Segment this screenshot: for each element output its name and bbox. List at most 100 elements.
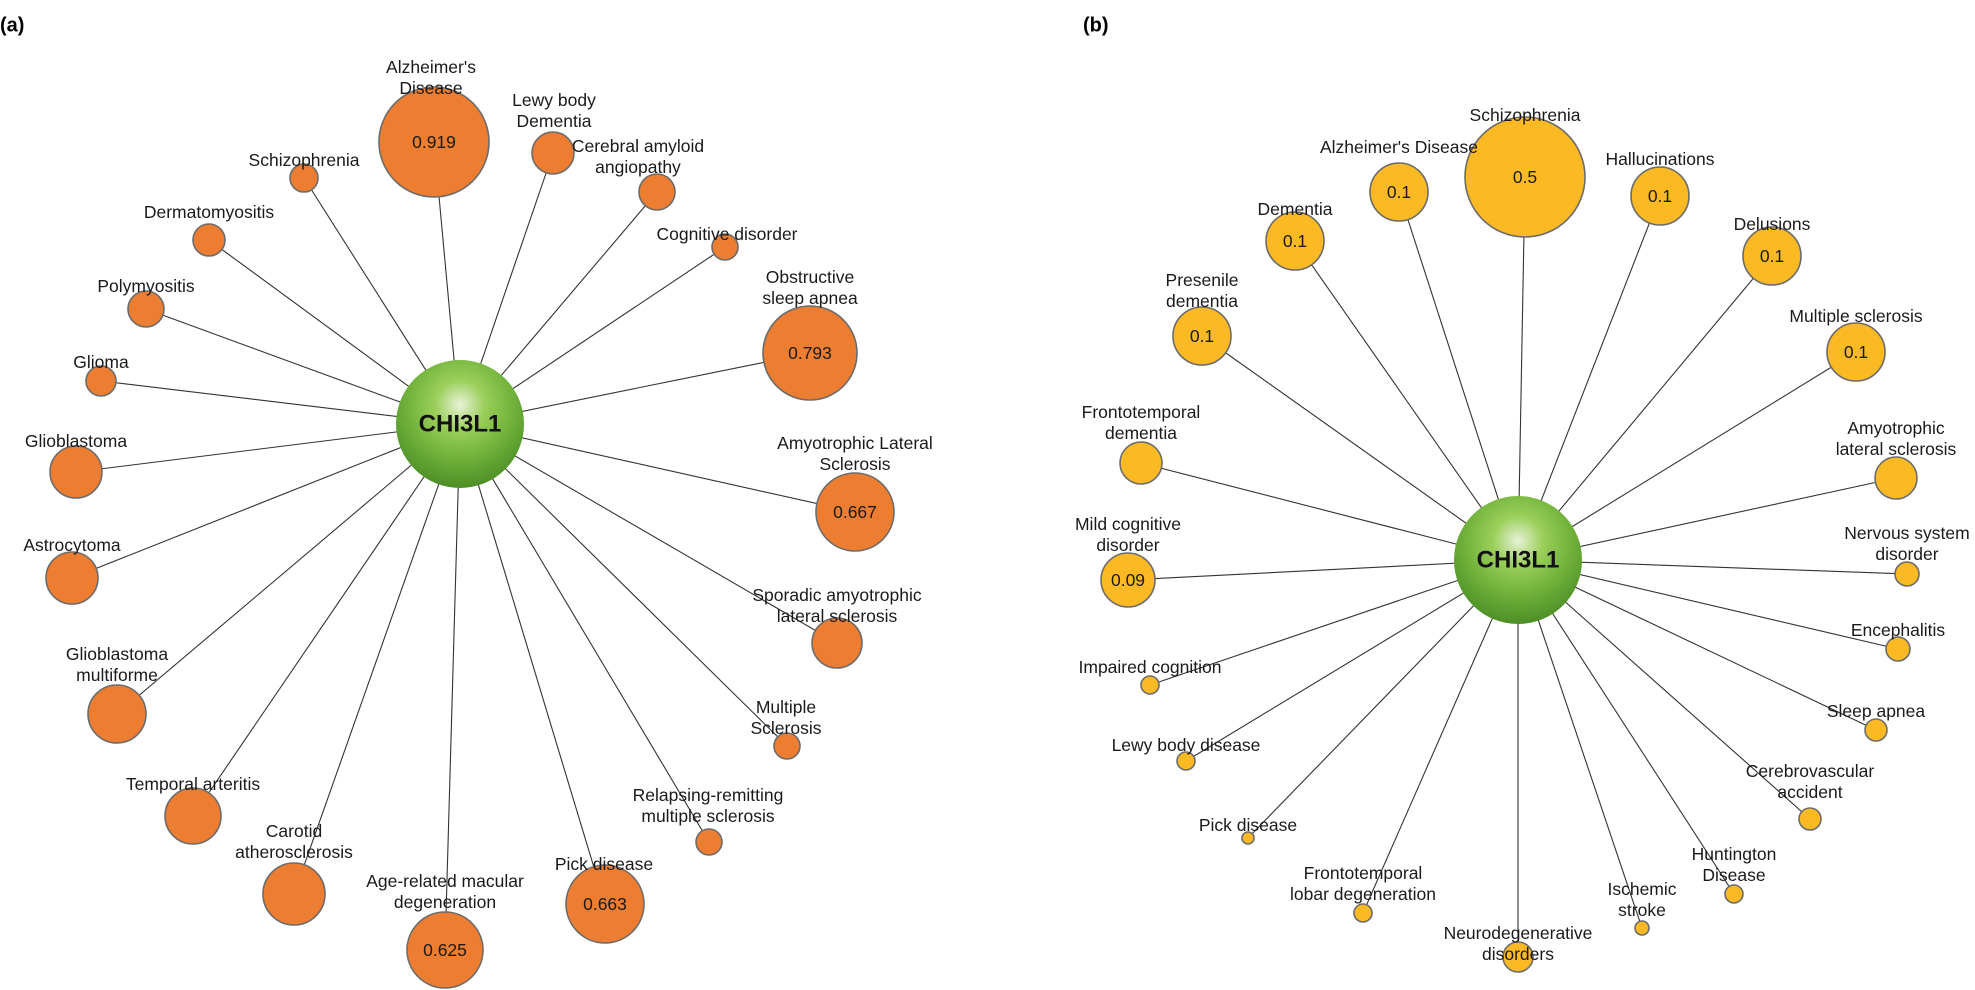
- disease-node-circle: [1265, 211, 1325, 271]
- node-name-label: Glioma: [73, 352, 129, 372]
- edge-line: [459, 423, 788, 747]
- node-name-label: Presenile: [1166, 270, 1239, 290]
- disease-node: Sleep apnea: [1827, 701, 1926, 742]
- node-value-label: 0.1: [1387, 182, 1411, 202]
- node-name-label: lateral sclerosis: [777, 606, 898, 626]
- node-name-label: Multiple sclerosis: [1789, 306, 1922, 326]
- edge-line: [293, 423, 461, 895]
- node-value-label: 0.1: [1844, 342, 1868, 362]
- node-name-label: Astrocytoma: [23, 535, 121, 555]
- disease-node-circle: [1630, 166, 1690, 226]
- node-name-label: Temporal arteritis: [126, 774, 260, 794]
- edge-line: [444, 423, 461, 951]
- disease-node-circle: [1864, 718, 1888, 742]
- node-name-label: disorder: [1096, 535, 1159, 555]
- node-value-label: 0.1: [1648, 186, 1672, 206]
- node-name-label: Polymyositis: [97, 276, 194, 296]
- disease-node-circle: [1724, 884, 1744, 904]
- disease-node: Polymyositis: [97, 276, 195, 328]
- disease-node-circle: [164, 787, 222, 845]
- node-name-label: Lewy body: [512, 90, 596, 110]
- disease-node: Glioma: [73, 352, 129, 397]
- edge-line: [116, 423, 461, 715]
- node-name-label: Amyotrophic Lateral: [777, 433, 933, 453]
- disease-node-circle: [49, 445, 103, 499]
- edge-line: [71, 423, 461, 579]
- node-name-label: Alzheimer's Disease: [1320, 137, 1478, 157]
- node-name-label: lobar degeneration: [1290, 884, 1436, 904]
- node-name-label: sleep apnea: [762, 288, 858, 308]
- node-value-label: 0.5: [1513, 167, 1537, 187]
- hub-node: CHI3L1: [396, 360, 524, 488]
- edge-line: [459, 423, 710, 843]
- node-value-label: 0.1: [1283, 231, 1307, 251]
- node-name-label: dementia: [1166, 291, 1238, 311]
- disease-node: Lewy body disease: [1112, 735, 1260, 771]
- node-name-label: Alzheimer's: [386, 57, 476, 77]
- node-name-label: Sleep apnea: [1827, 701, 1926, 721]
- node-name-label: stroke: [1618, 900, 1666, 920]
- disease-node: 0.1 Alzheimer's Disease: [1320, 137, 1478, 222]
- disease-node: Temporal arteritis: [126, 774, 260, 845]
- disease-node: Glioblastoma: [25, 431, 127, 499]
- disease-node-circle: [1100, 552, 1156, 608]
- panel-b-network: (b)0.5Schizophrenia0.1Hallucinations0.1D…: [1075, 15, 1970, 973]
- disease-node-circle: [1140, 675, 1160, 695]
- disease-node-circle: [1176, 751, 1196, 771]
- edge-line: [459, 423, 856, 513]
- node-value-label: 0.1: [1190, 326, 1214, 346]
- node-name-label: Multiple: [756, 697, 816, 717]
- node-name-label: disorders: [1482, 944, 1554, 964]
- edge-line: [1517, 559, 1811, 820]
- disease-node-circle: [1885, 636, 1911, 662]
- disease-node-circle: [127, 290, 165, 328]
- node-name-label: Encephalitis: [1851, 620, 1946, 640]
- disease-node-circle: [1172, 306, 1232, 366]
- node-name-label: disorder: [1875, 544, 1938, 564]
- edge-line: [459, 423, 838, 644]
- edge-line: [1517, 477, 1897, 561]
- disease-node-circle: [711, 233, 739, 261]
- node-name-label: Nervous system: [1844, 523, 1969, 543]
- node-name-label: Impaired cognition: [1079, 657, 1222, 677]
- node-name-label: Age-related macular: [366, 871, 524, 891]
- node-name-label: Hallucinations: [1606, 149, 1715, 169]
- disease-node-circle: [289, 163, 319, 193]
- disease-node-circle: [378, 86, 490, 198]
- disease-node-circle: [1353, 903, 1373, 923]
- edge-line: [1127, 559, 1519, 581]
- hub-circle: [396, 360, 524, 488]
- disease-node-circle: [1894, 561, 1920, 587]
- hub-label: CHI3L1: [1477, 547, 1560, 574]
- disease-node-circle: [695, 828, 723, 856]
- disease-node-circle: [85, 365, 117, 397]
- disease-node-circle: [192, 223, 226, 257]
- node-name-label: multiforme: [76, 665, 158, 685]
- node-name-label: Cerebral amyloid: [572, 136, 704, 156]
- edge-line: [1294, 240, 1519, 561]
- node-name-label: Mild cognitive: [1075, 514, 1181, 534]
- disease-node-circle: [45, 551, 99, 605]
- edge-line: [1517, 559, 1899, 650]
- node-name-label: Neurodegenerative: [1444, 923, 1593, 943]
- disease-node-circle: [565, 864, 645, 944]
- edge-line: [1201, 335, 1519, 561]
- hub-node: CHI3L1: [1454, 496, 1582, 624]
- node-name-label: Schizophrenia: [249, 150, 360, 170]
- node-value-label: 0.625: [423, 940, 467, 960]
- node-name-label: Sclerosis: [751, 718, 822, 738]
- disease-node: Dermatomyositis: [144, 202, 274, 257]
- node-name-label: Carotid: [266, 821, 322, 841]
